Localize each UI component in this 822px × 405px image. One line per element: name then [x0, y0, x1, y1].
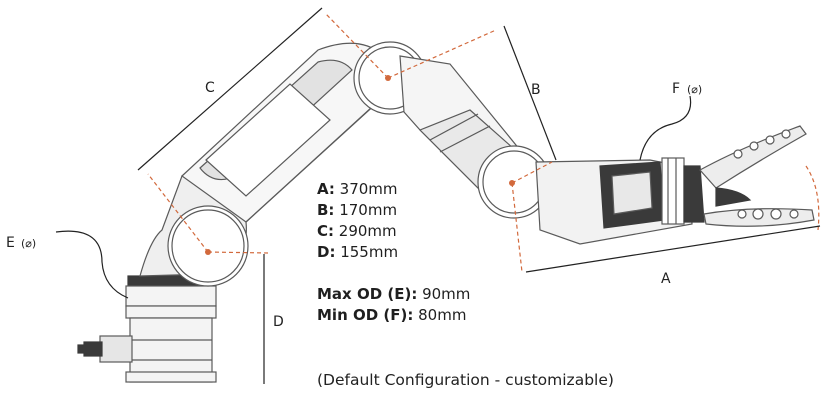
label-e-diameter: (⌀): [21, 237, 36, 250]
spec-max-od: Max OD (E): 90mm: [317, 285, 471, 303]
dimension-line-c: [137, 7, 323, 171]
spec-b: B: 170mm: [317, 201, 398, 219]
robot-base: [77, 275, 217, 383]
wrist-link: [535, 157, 705, 245]
joint-axis-lines: [147, 13, 820, 273]
spec-min-od: Min OD (F): 80mm: [317, 306, 467, 324]
configuration-note: (Default Configuration - customizable): [317, 371, 614, 389]
dimension-line-a: [525, 225, 821, 273]
gripper: [699, 125, 815, 227]
upper-arm-link: [181, 42, 401, 223]
dimension-lines: [55, 7, 821, 384]
specs-list: A: 370mm B: 170mm C: 290mm D: 155mm Max …: [317, 179, 470, 326]
label-a: A: [661, 271, 671, 287]
joint-center-dots: [205, 75, 515, 255]
label-d: D: [273, 314, 284, 330]
spec-c: C: 290mm: [317, 222, 397, 240]
label-e: E: [6, 235, 15, 251]
label-b: B: [531, 82, 541, 98]
label-f-diameter: (⌀): [687, 83, 702, 96]
leader-e: [55, 230, 129, 299]
spec-d: D: 155mm: [317, 243, 399, 261]
dimension-line-b: [503, 25, 557, 161]
robot-arm-illustration: [77, 41, 815, 383]
label-c: C: [205, 80, 215, 96]
leader-f: [639, 95, 692, 161]
label-f: F: [672, 81, 680, 97]
spec-a: A: 370mm: [317, 180, 398, 198]
